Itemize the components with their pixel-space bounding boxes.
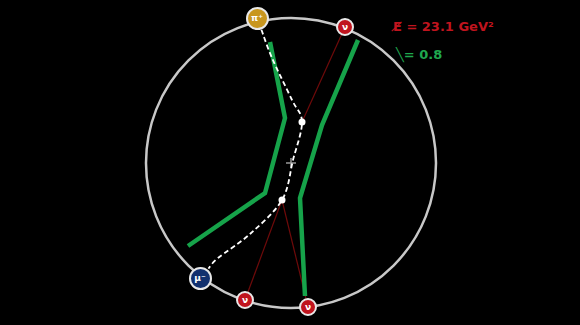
particle-label: μ⁻ [194,274,205,283]
particle-label: ν [342,23,348,32]
neutrino-node: ν [336,18,354,36]
missing-energy-label: E̸ = 23.1 GeV² [393,20,494,34]
particle-label: ν [305,303,311,312]
neutrino-node: ν [236,291,254,309]
vertex-dot [299,119,306,126]
particle-track [208,30,302,269]
neutrino-node: ν [299,298,317,316]
muon-node: μ⁻ [189,267,212,290]
thrust-label: ╲= 0.8 [396,48,442,62]
particle-label: π⁺ [251,14,263,23]
detector-outline [146,18,436,308]
neutrino-lines [245,27,345,307]
pion-node: π⁺ [246,7,269,30]
thrust-lines [188,40,358,296]
particle-label: ν [242,296,248,305]
vertex-dot [279,197,286,204]
